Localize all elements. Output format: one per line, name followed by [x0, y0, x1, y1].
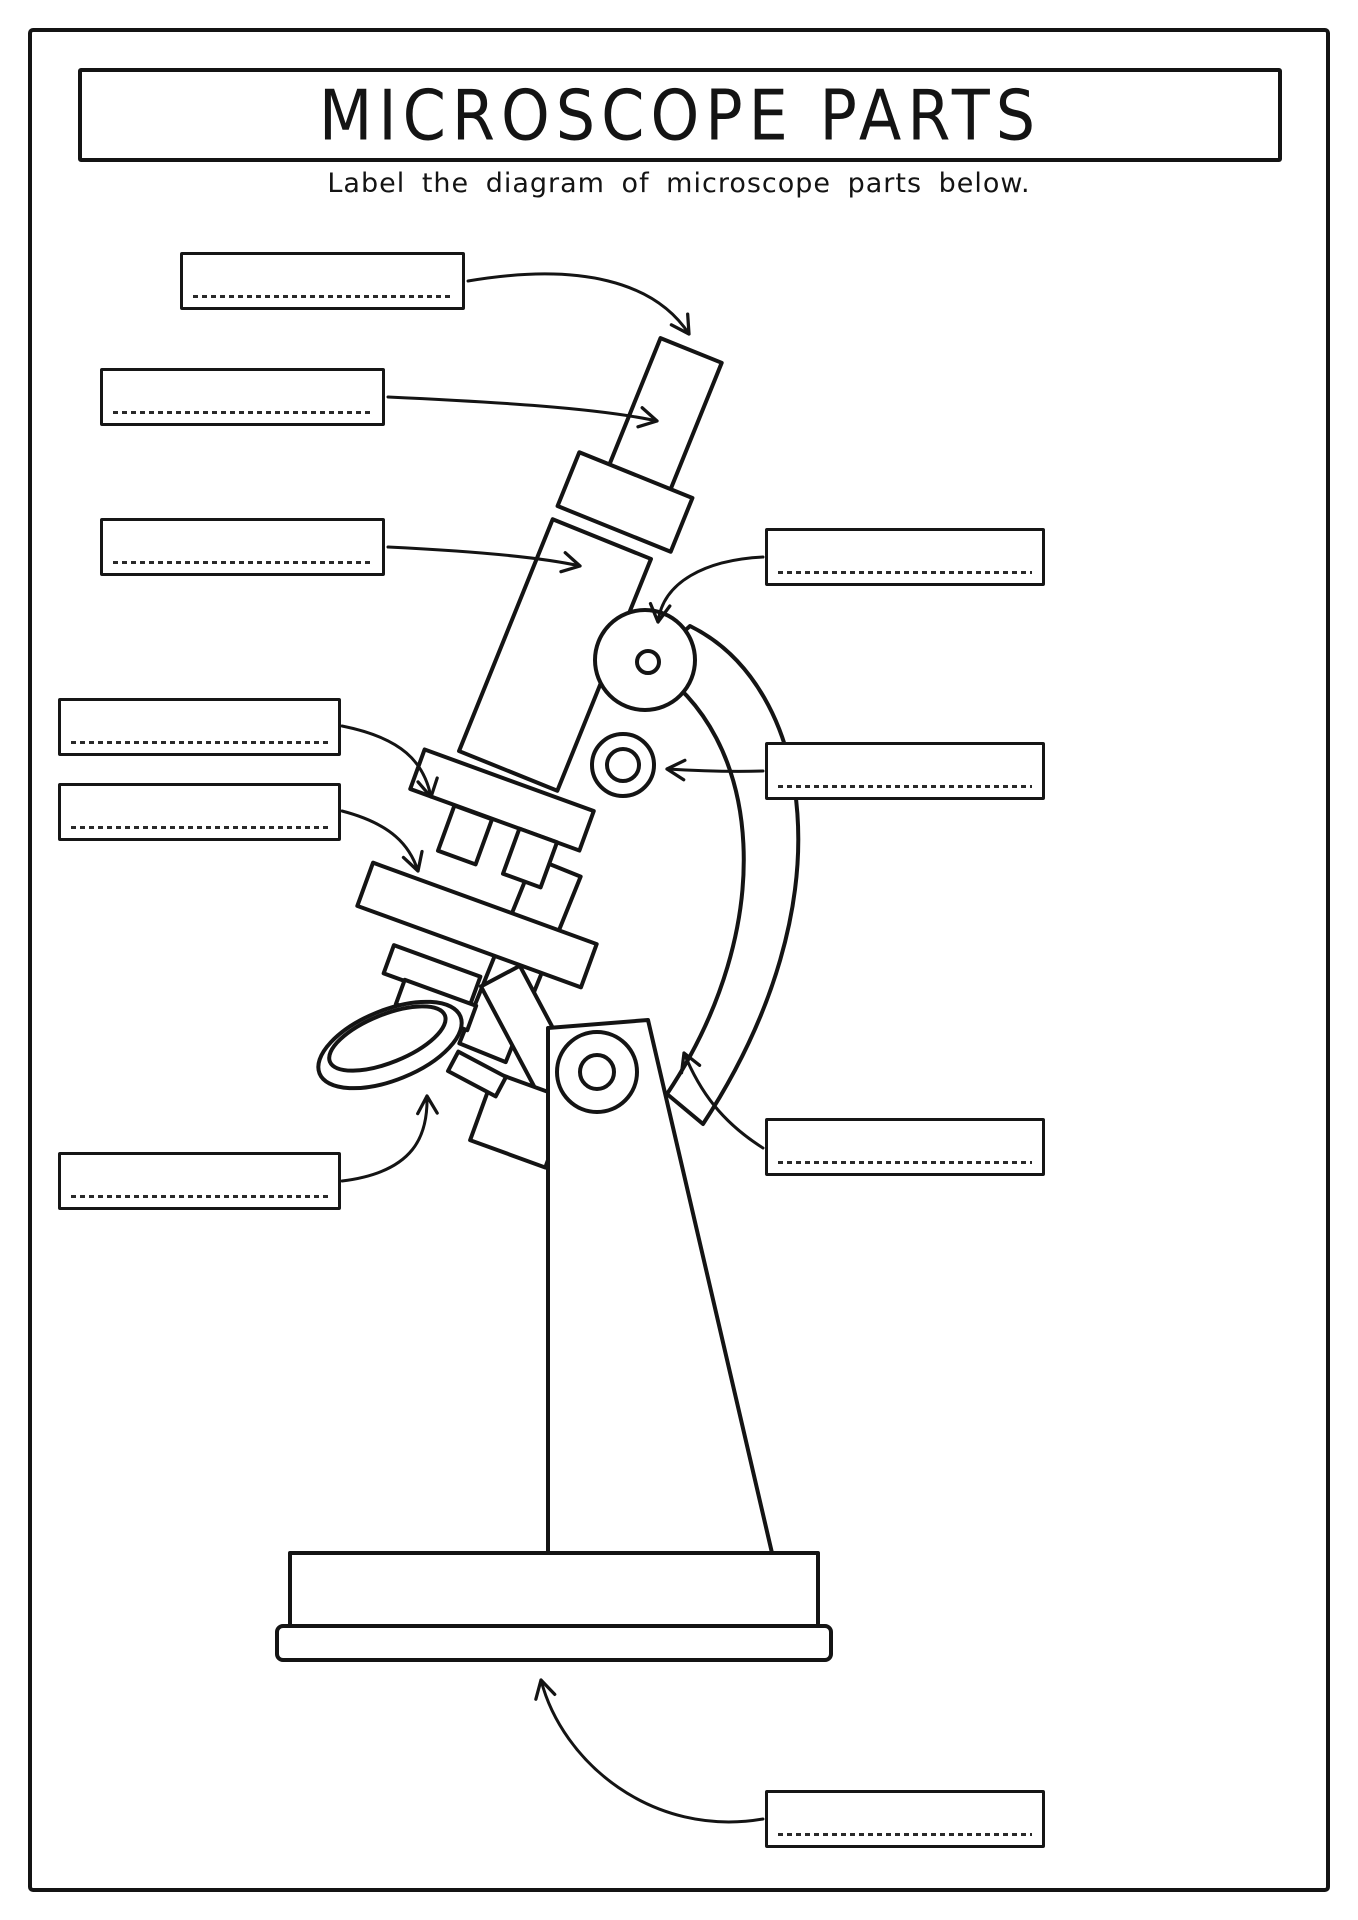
answer-line[interactable]	[193, 295, 452, 298]
label-box-1[interactable]	[180, 252, 465, 310]
arrow-body-tube	[386, 545, 582, 574]
answer-line[interactable]	[71, 826, 328, 829]
label-box-4[interactable]	[58, 698, 341, 756]
arrow-arm	[679, 1051, 765, 1150]
stage-clip-1	[435, 803, 495, 867]
label-box-8[interactable]	[765, 742, 1045, 800]
answer-line[interactable]	[778, 571, 1032, 574]
label-box-10[interactable]	[765, 1790, 1045, 1848]
arrow-eyepiece	[466, 272, 691, 336]
answer-line[interactable]	[778, 785, 1032, 788]
arrow-mirror	[340, 1094, 439, 1183]
title-box: MICROSCOPE PARTS	[78, 68, 1282, 162]
label-arrows	[340, 272, 765, 1824]
answer-line[interactable]	[71, 1195, 328, 1198]
arrow-stage	[340, 724, 439, 799]
label-box-5[interactable]	[58, 783, 341, 841]
mirror	[316, 999, 464, 1091]
answer-line[interactable]	[113, 561, 372, 564]
arrow-base	[534, 1678, 765, 1824]
nosepiece-hub	[635, 649, 661, 675]
mirror-handle	[445, 1049, 509, 1099]
arrow-objective	[665, 758, 765, 782]
label-box-3[interactable]	[100, 518, 385, 576]
objective-hub	[605, 747, 641, 783]
answer-line[interactable]	[778, 1833, 1032, 1836]
diaphragm	[355, 860, 599, 990]
base	[288, 1551, 820, 1628]
stage-clip-2	[500, 826, 560, 890]
base-foot	[275, 1624, 833, 1662]
instructions-text: Label the diagram of microscope parts be…	[327, 168, 1031, 199]
microscope	[275, 336, 833, 1662]
eyepiece-collar	[555, 450, 695, 554]
answer-line[interactable]	[113, 411, 372, 414]
page-title: MICROSCOPE PARTS	[318, 74, 1042, 156]
arrow-nosepiece	[648, 555, 765, 624]
answer-line[interactable]	[778, 1161, 1032, 1164]
arrow-eyepiece-tube	[386, 395, 659, 429]
label-box-7[interactable]	[765, 528, 1045, 586]
page-border	[28, 28, 1330, 1892]
answer-line[interactable]	[71, 741, 328, 744]
stage	[408, 747, 596, 853]
arrow-diaphragm	[340, 809, 424, 873]
pivot-hub	[578, 1053, 616, 1091]
label-box-9[interactable]	[765, 1118, 1045, 1176]
label-box-6[interactable]	[58, 1152, 341, 1210]
label-box-2[interactable]	[100, 368, 385, 426]
arm	[646, 624, 801, 1126]
